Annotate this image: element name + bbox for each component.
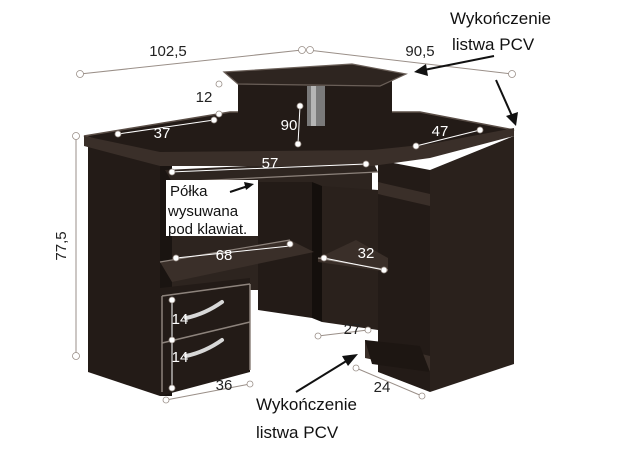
dimension-points — [72, 46, 516, 404]
desk-body — [83, 63, 515, 396]
drawer-top-edge — [161, 283, 251, 297]
edge-note-top-arrow2-head — [506, 112, 518, 126]
edge-note-bottom-arrow-line — [295, 359, 349, 393]
dim-top-left-width: 102,5 — [149, 43, 187, 60]
shelf-label-line3: pod klawiat. — [168, 221, 247, 238]
shelf-label-arrow-line — [229, 185, 249, 193]
edge-note-top-arrow2-line — [495, 79, 513, 117]
dim-cpu-shelf-width: 32 — [358, 245, 375, 262]
drawer-divider — [161, 321, 251, 344]
shelf-label-arrow-head — [244, 182, 254, 190]
lower-shelf — [160, 240, 314, 282]
cable-pipe-highlight — [311, 86, 316, 126]
dim-corner-depth: 90 — [281, 117, 298, 134]
edge-note-bottom: Wykończenie listwa PCV — [256, 354, 358, 442]
edge-note-top: Wykończenie listwa PCV — [414, 9, 551, 126]
center-tower-side — [312, 182, 322, 322]
edge-note-top-line2: listwa PCV — [452, 35, 535, 54]
right-leg-panel — [378, 160, 430, 392]
edge-note-bottom-arrow-head — [342, 354, 358, 366]
shelf-label-box — [166, 180, 258, 236]
dim-lower-shelf-width: 68 — [216, 247, 233, 264]
drawer-handle-bottom — [184, 338, 224, 358]
right-end-panel — [430, 136, 514, 392]
left-leg-panel — [88, 143, 160, 396]
edge-note-top-line1: Wykończenie — [450, 9, 551, 28]
dim-keyboard-shelf-width: 57 — [262, 155, 279, 172]
dim-top-right-width: 90,5 — [405, 43, 434, 60]
dim-superstructure-height: 12 — [196, 89, 213, 106]
dim-drawer-top-height: 14 — [172, 311, 189, 328]
edge-note-top-arrow1-line — [423, 55, 495, 71]
dim-pedestal-width: 36 — [216, 377, 233, 394]
edge-note-bottom-line2: listwa PCV — [256, 423, 339, 442]
drawer-pedestal — [160, 278, 250, 396]
dim-desktop-left-depth: 37 — [154, 125, 171, 142]
edge-note-top-arrow1-head — [414, 64, 428, 76]
shelf-label-line2: wysuwana — [167, 203, 239, 220]
dim-desktop-right-depth: 47 — [432, 123, 449, 140]
right-side-shelf-top — [378, 182, 430, 206]
drawer-handle-top — [184, 300, 224, 320]
dimension-lines — [75, 49, 513, 401]
shelf-label-line1: Półka — [170, 183, 208, 200]
dim-total-height: 77,5 — [53, 231, 70, 260]
dim-cpu-space-depth: 27 — [344, 321, 361, 338]
cpu-shelf — [318, 240, 388, 272]
lower-shelf-edge — [159, 239, 291, 263]
edge-note-bottom-line1: Wykończenie — [256, 395, 357, 414]
dim-side-shelf-depth: 24 — [374, 379, 391, 396]
superstructure-top — [222, 63, 408, 87]
desktop-front-edge — [84, 128, 514, 166]
right-foot-shelf — [365, 340, 430, 372]
dim-drawer-bottom-height: 14 — [172, 349, 189, 366]
